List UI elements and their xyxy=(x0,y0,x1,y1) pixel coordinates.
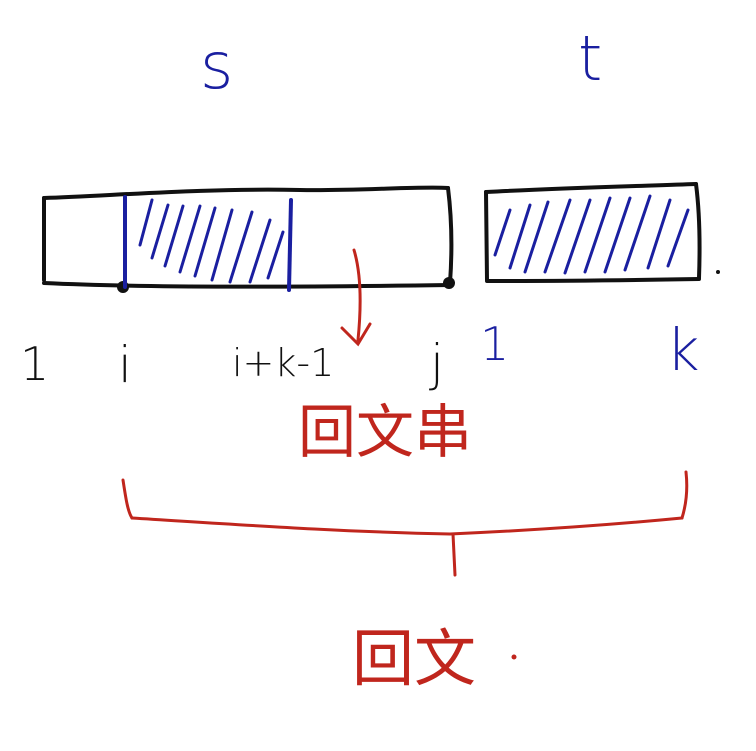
substring-segment xyxy=(123,195,293,292)
string-t-box xyxy=(484,182,720,283)
string-s-box xyxy=(42,185,455,293)
label-index-1-t: 1 xyxy=(480,317,509,371)
label-index-1-s: 1 xyxy=(20,337,49,391)
label-palindrome: 回文 xyxy=(352,622,476,695)
label-index-i-plus-k-minus-1: i+k-1 xyxy=(232,341,334,385)
label-index-i: i xyxy=(118,336,132,394)
label-index-k: k xyxy=(666,316,700,384)
label-index-j: j xyxy=(429,334,444,392)
label-string-s: s xyxy=(200,30,233,104)
arrow-down-icon xyxy=(340,248,372,347)
label-palindromic-substring: 回文串 xyxy=(298,398,472,466)
t-hatching xyxy=(493,194,690,275)
substring-hatching xyxy=(138,198,285,284)
brace-icon xyxy=(121,470,689,577)
label-string-t: t xyxy=(578,22,602,95)
label-palindrome-dot xyxy=(511,654,517,660)
